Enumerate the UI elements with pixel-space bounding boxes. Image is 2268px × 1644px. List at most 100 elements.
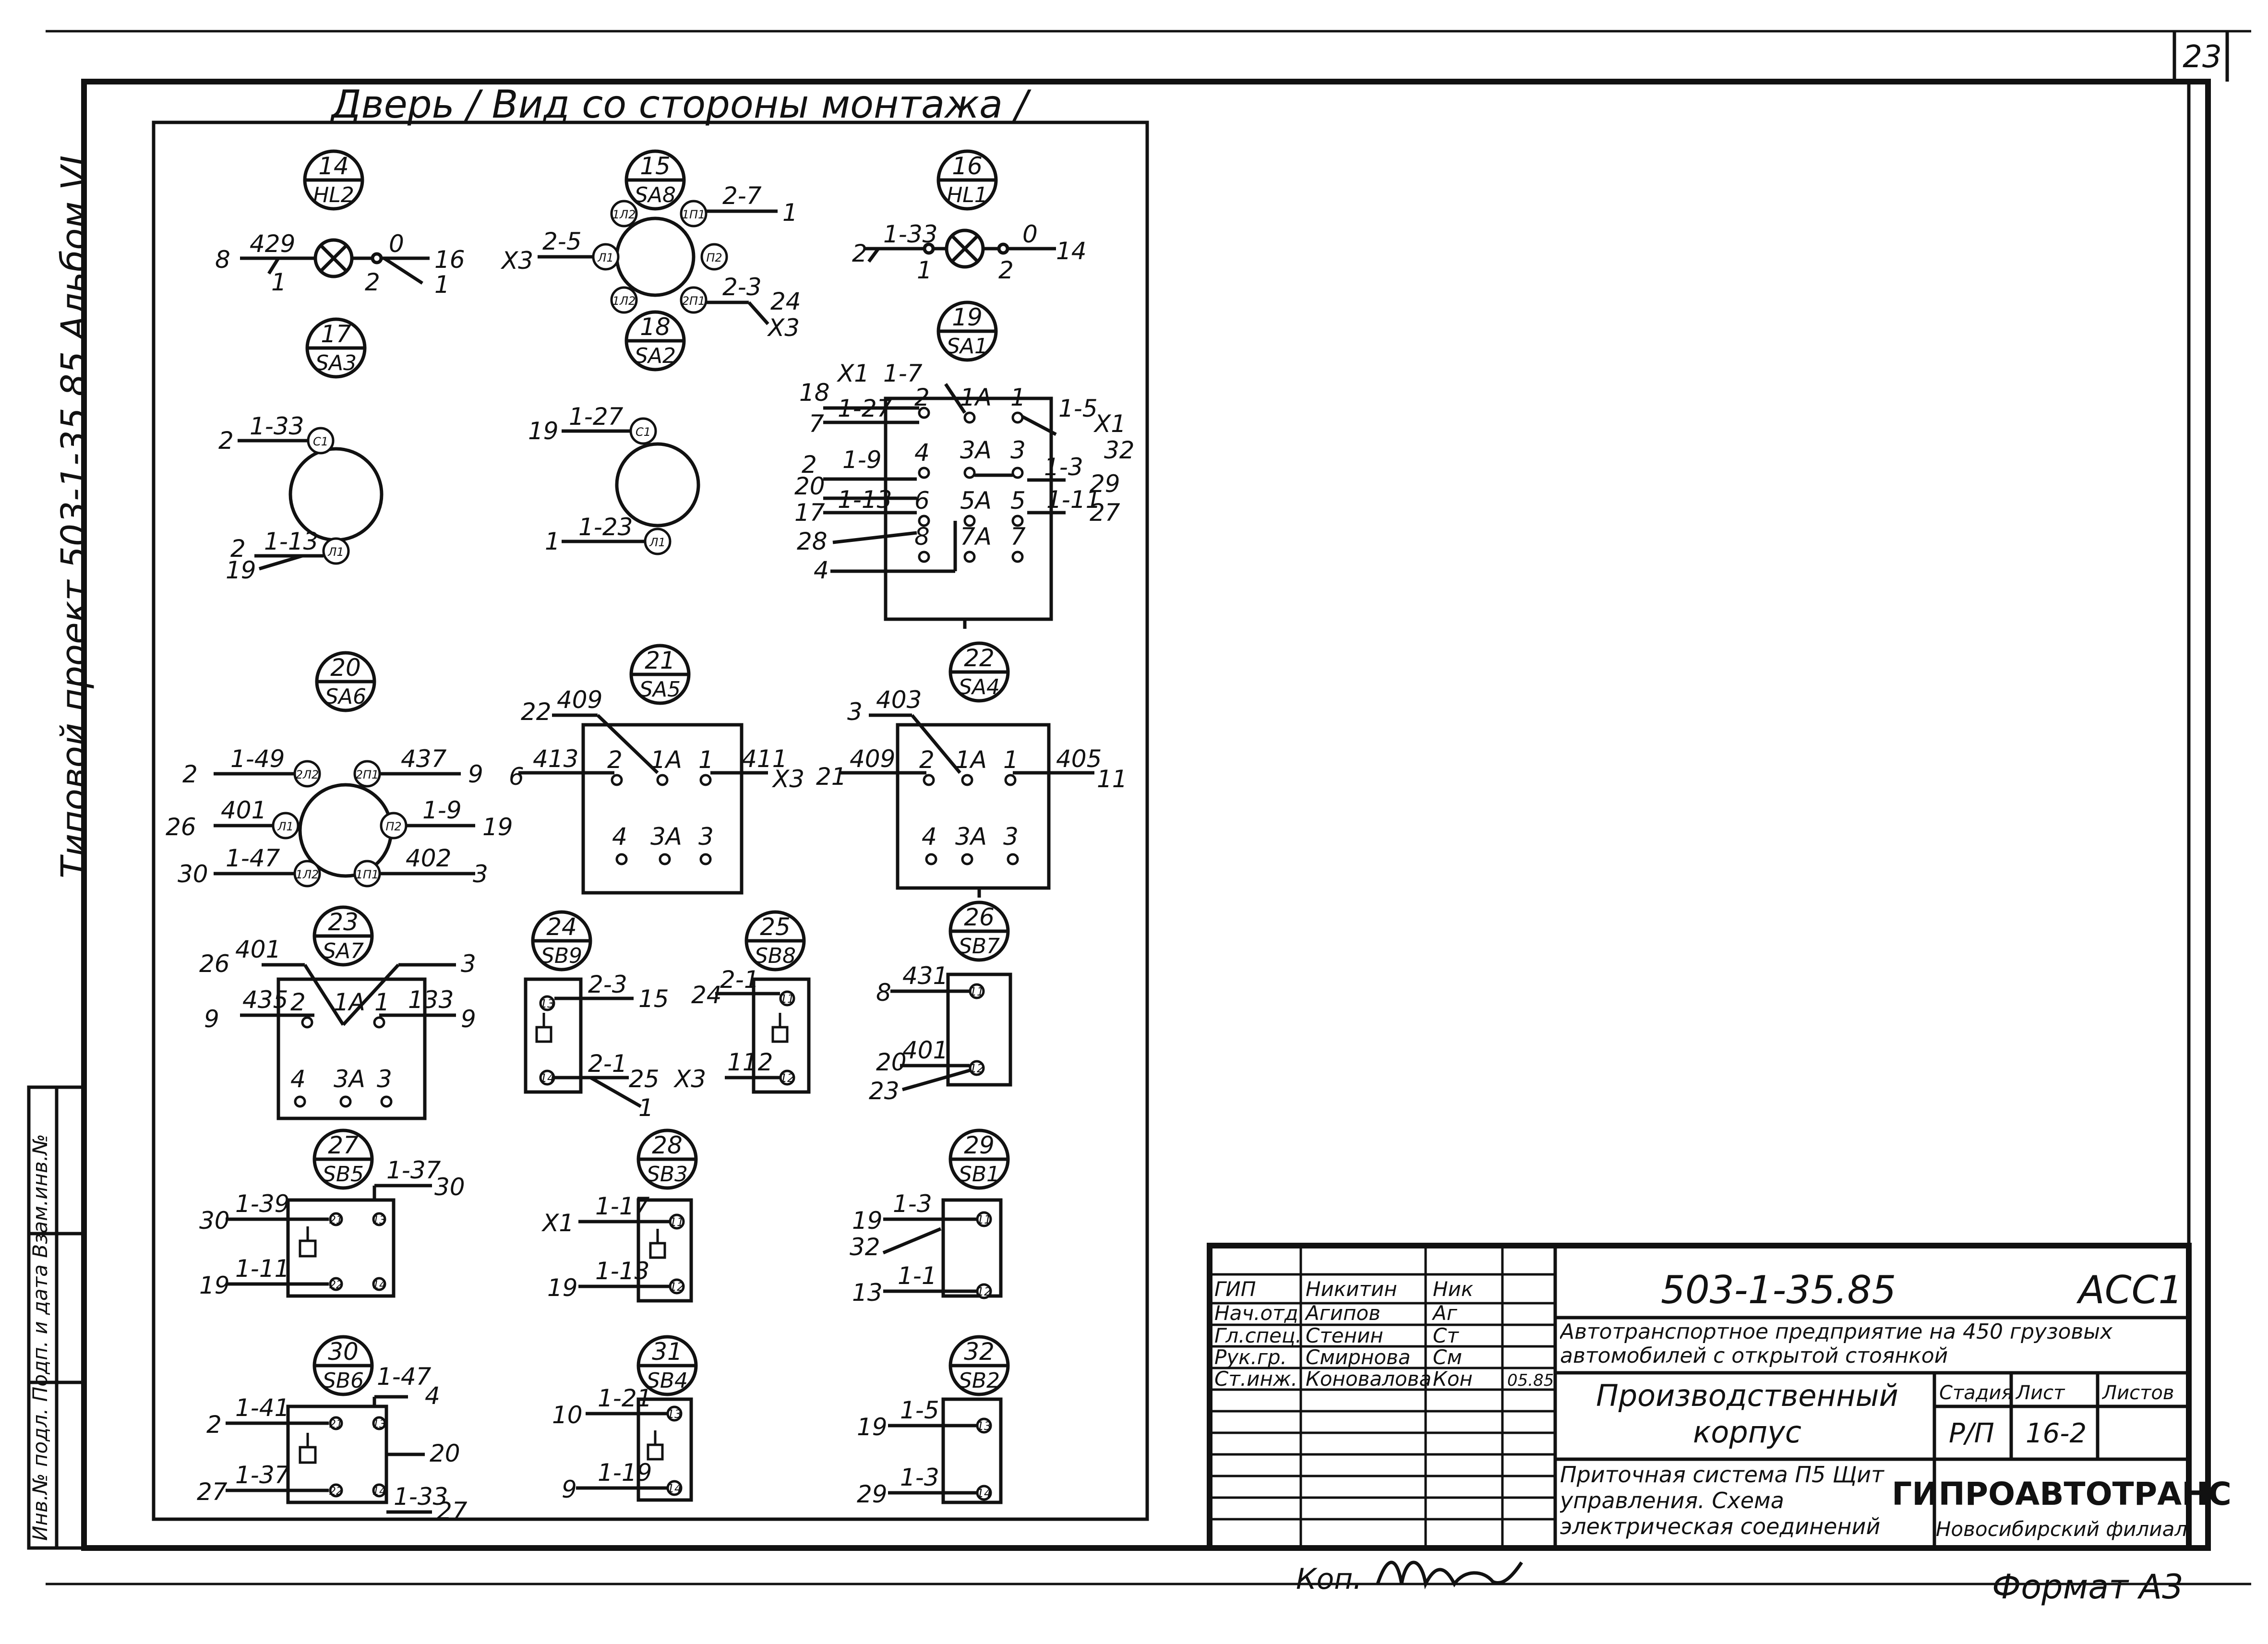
format-label: Формат А3 bbox=[1992, 1567, 2184, 1607]
badge-circle bbox=[312, 1128, 374, 1190]
wire-label: 3 bbox=[473, 860, 488, 888]
name-senior-eng: Коновалова bbox=[1306, 1367, 1431, 1391]
device-31-button: 10 1-21 13 9 1-19 14 bbox=[552, 1384, 693, 1503]
device-designation: SA5 bbox=[639, 677, 681, 702]
wire-label: 1-3 bbox=[1044, 453, 1083, 481]
wire-label: 2 bbox=[230, 535, 246, 563]
badge-circle bbox=[312, 905, 374, 967]
wire-label: 30 bbox=[199, 1207, 230, 1235]
wire-label: 2-7 bbox=[722, 182, 762, 210]
wire-label: 25 bbox=[629, 1065, 660, 1093]
wire-label: 2 bbox=[365, 268, 380, 296]
terminal-label: П2 bbox=[385, 820, 401, 833]
device-number: 25 bbox=[760, 913, 791, 941]
wire-label: 19 bbox=[528, 417, 559, 445]
terminal-label: 2Л2 bbox=[296, 768, 319, 781]
wire-label: 24 bbox=[691, 981, 722, 1009]
terminal-label: 2П1 bbox=[682, 294, 706, 308]
stage-value: Р/П bbox=[1949, 1418, 1994, 1449]
device-14-lamp: 8 429 1 0 16 2 1 bbox=[215, 230, 465, 299]
terminal-label: 13 bbox=[372, 1418, 386, 1430]
wire-label: 1-33 bbox=[883, 220, 937, 248]
wire-label: 1-9 bbox=[422, 796, 462, 824]
wire-label: 1-19 bbox=[598, 1459, 652, 1487]
wire-label: 15 bbox=[638, 985, 669, 1013]
wire-label: 1 bbox=[917, 256, 932, 284]
wire-label: 2 bbox=[290, 988, 306, 1016]
terminal-label: Л1 bbox=[649, 536, 665, 549]
panel-title: Дверь / Вид со стороны монтажа / bbox=[330, 82, 1032, 127]
wire-label: 1 bbox=[1010, 384, 1026, 411]
device-number: 23 bbox=[328, 908, 359, 936]
device-19-switch: 18 X1 1-7 7 1-27 1-5 X1 32 2 1-9 3А 3 20… bbox=[794, 360, 1135, 629]
sign-gip: Ник bbox=[1433, 1277, 1474, 1301]
wire-label: 1-13 bbox=[595, 1257, 649, 1285]
device-number: 19 bbox=[952, 303, 983, 331]
terminal-label: 13 bbox=[977, 1419, 992, 1433]
device-designation: SB3 bbox=[647, 1162, 688, 1187]
drawing-code: 503-1-35.85 bbox=[1661, 1268, 1896, 1312]
wire-label: 4 bbox=[922, 823, 937, 851]
device-number: 16 bbox=[952, 152, 983, 180]
terminal-label: 1П1 bbox=[682, 208, 706, 221]
organization: ГИПРОАВТОТРАНС bbox=[1892, 1476, 2232, 1512]
terminal-label: 21 bbox=[329, 1214, 343, 1226]
terminal-label: 12 bbox=[780, 1071, 795, 1085]
device-designation: HL2 bbox=[313, 183, 354, 207]
wire-label: 30 bbox=[434, 1173, 465, 1201]
wire-label: 2 bbox=[607, 746, 623, 774]
wire-label: X3 bbox=[500, 247, 533, 275]
wire-label: 1-37 bbox=[386, 1156, 441, 1184]
terminal-label: Л1 bbox=[327, 545, 344, 559]
device-designation: HL1 bbox=[947, 183, 988, 207]
device-designation: SB5 bbox=[323, 1162, 364, 1187]
role-senior-eng: Ст.инж. bbox=[1214, 1367, 1297, 1391]
wire-label: 27 bbox=[437, 1497, 468, 1525]
wire-label: 19 bbox=[857, 1413, 888, 1441]
wire-label: 3 bbox=[377, 1065, 392, 1093]
role-chief-spec: Гл.спец. bbox=[1214, 1324, 1302, 1347]
terminal-label: Л1 bbox=[277, 820, 293, 833]
device-number: 14 bbox=[318, 152, 349, 180]
wire-label: 403 bbox=[876, 686, 922, 714]
device-29-button: 19 1-3 11 32 13 1-1 12 bbox=[850, 1190, 1003, 1307]
wire-label: 2-3 bbox=[588, 971, 627, 998]
wire-label: 3 bbox=[461, 950, 476, 978]
sheets-header: Листов bbox=[2101, 1382, 2174, 1404]
wire-label: 2 bbox=[914, 384, 930, 411]
device-number: 29 bbox=[964, 1131, 995, 1159]
left-margin: Типовой проект 503-1-35.85 Альбом VI Инв… bbox=[27, 156, 95, 1550]
device-number: 15 bbox=[640, 152, 671, 180]
wire-label: 4 bbox=[425, 1382, 440, 1410]
wire-label: 20 bbox=[794, 472, 825, 500]
wire-label: 7 bbox=[1010, 523, 1026, 551]
terminal-label: 11 bbox=[670, 1215, 684, 1229]
device-number: 28 bbox=[652, 1131, 683, 1159]
door-panel bbox=[152, 120, 1149, 1521]
terminal-label: 14 bbox=[977, 1487, 992, 1500]
wire-label: 411 bbox=[742, 745, 787, 773]
device-designation: SB8 bbox=[755, 944, 796, 968]
wire-label: 20 bbox=[430, 1440, 460, 1467]
wire-label: 19 bbox=[199, 1272, 230, 1299]
device-designation: SB6 bbox=[323, 1368, 364, 1393]
wire-label: 1-9 bbox=[842, 446, 882, 474]
wire-label: 6 bbox=[509, 763, 524, 791]
terminal-label: 14 bbox=[667, 1482, 682, 1495]
wire-label: 9 bbox=[468, 760, 483, 788]
wire-label: 3 bbox=[1003, 823, 1019, 851]
wire-label: 1 bbox=[271, 268, 287, 296]
badge-circle bbox=[936, 149, 998, 211]
badge-circle bbox=[303, 149, 364, 211]
wire-label: 9 bbox=[461, 1005, 476, 1033]
role-head-dept: Нач.отд bbox=[1214, 1301, 1298, 1325]
wire-label: 11 bbox=[1097, 765, 1128, 793]
wire-label: 1-1 bbox=[898, 1262, 937, 1290]
wire-label: X1 bbox=[1093, 410, 1126, 438]
terminal-label: Л1 bbox=[597, 251, 613, 264]
